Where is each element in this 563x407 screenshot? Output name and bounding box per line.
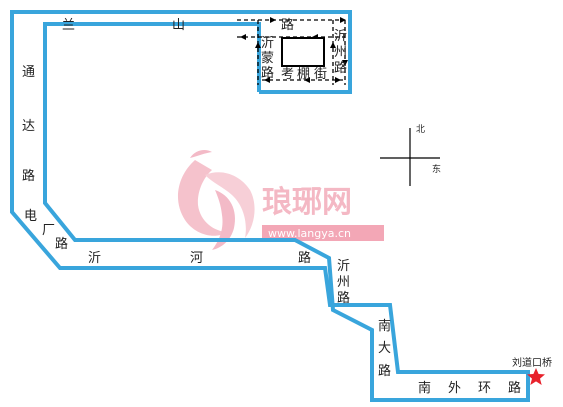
compass-east-label: 东 xyxy=(432,163,441,175)
lanshan-road-label-1: 兰 xyxy=(62,18,75,33)
yihe-road-label-3: 路 xyxy=(298,250,311,266)
tongda-road-label-3: 路 xyxy=(22,168,35,184)
star-icon xyxy=(527,368,545,385)
watermark-text: 琅琊网 xyxy=(262,185,352,220)
exam-building-box xyxy=(281,37,325,67)
nanwaihuan-road-label-4: 路 xyxy=(508,380,521,396)
tongda-road-label-2: 达 xyxy=(22,119,35,134)
yizhou-south-road-label-1: 沂 xyxy=(337,259,350,274)
compass-icon xyxy=(380,128,440,186)
route-line xyxy=(10,10,530,402)
dianchang-road-label-2: 厂 xyxy=(42,223,55,238)
yimeng-road-label-1: 沂 xyxy=(261,36,274,51)
lanshan-road-label-2: 山 xyxy=(172,18,185,33)
phoenix-logo-icon xyxy=(177,150,255,250)
tongda-road-label-1: 通 xyxy=(22,65,35,80)
yizhou-north-road-label-3: 路 xyxy=(334,60,347,76)
nanwaihuan-road-label-3: 环 xyxy=(478,381,491,396)
yimeng-road-label-2: 蒙 xyxy=(261,51,274,66)
nanda-road-label-3: 路 xyxy=(378,363,391,379)
inner-roads xyxy=(237,19,346,85)
kaopeng-street-label-1: 考 xyxy=(281,67,294,82)
nanwaihuan-road-label-2: 外 xyxy=(448,381,461,396)
liudaokou-bridge-label: 刘道口桥 xyxy=(512,356,552,369)
kaopeng-street-label-3: 街 xyxy=(314,67,327,82)
nanda-road-label-2: 大 xyxy=(378,341,391,356)
yizhou-north-road-label-2: 州 xyxy=(334,45,347,60)
kaopeng-street-label-2: 棚 xyxy=(297,67,310,82)
nanwaihuan-road-label-1: 南 xyxy=(418,380,431,396)
watermark-url: www.langya.cn xyxy=(268,227,351,240)
dianchang-road-label-3: 路 xyxy=(55,236,68,252)
yimeng-road-label-3: 路 xyxy=(261,65,274,81)
yizhou-north-road-label-1: 沂 xyxy=(334,29,347,44)
watermark-url-bar xyxy=(262,225,384,241)
yizhou-south-road-label-3: 路 xyxy=(337,290,350,306)
nanda-road-label-1: 南 xyxy=(378,318,391,334)
yihe-road-label-1: 沂 xyxy=(88,251,101,266)
dianchang-road-label-1: 电 xyxy=(24,209,37,224)
lanshan-road-label-3: 路 xyxy=(281,17,294,33)
compass-north-label: 北 xyxy=(416,124,425,135)
yizhou-south-road-label-2: 州 xyxy=(337,275,350,290)
yihe-road-label-2: 河 xyxy=(190,251,203,266)
